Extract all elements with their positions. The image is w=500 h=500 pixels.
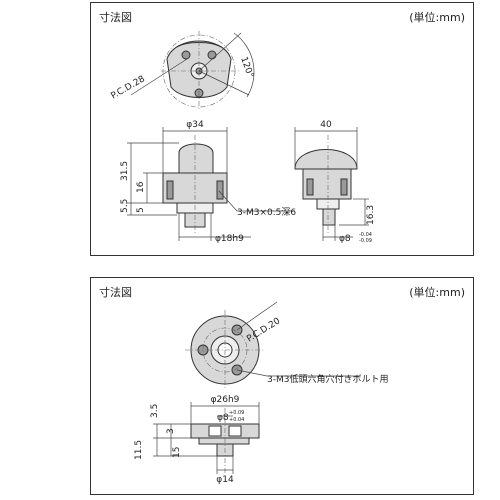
h35-label: 3.5 xyxy=(150,404,160,418)
d8-tol-upper: -0.04 xyxy=(359,232,372,238)
h5-label: 5 xyxy=(136,207,146,213)
d26-label: φ26h9 xyxy=(211,395,240,405)
unit-label: (単位:mm) xyxy=(409,286,465,299)
d8-tol-lower: +0.04 xyxy=(229,417,244,423)
h115-label: 11.5 xyxy=(134,440,144,460)
dimension-drawing-top: 120° P.C.D.28 φ34 31.5 xyxy=(110,31,376,244)
d18-label: φ18h9 xyxy=(215,234,244,244)
d8-tol-upper: +0.09 xyxy=(229,410,244,416)
knob-top-view xyxy=(130,31,255,111)
flange-top-view xyxy=(185,301,359,390)
h163-label: 16.3 xyxy=(366,205,376,225)
tap-note: 3-M3×0.5深6 xyxy=(237,207,296,218)
knob-side-view xyxy=(294,135,358,235)
w40-label: 40 xyxy=(320,120,332,130)
knob-front-view xyxy=(162,135,228,233)
panel-title: 寸法図 xyxy=(99,286,132,299)
dimension-drawing-bottom: P.C.D.20 3-M3低頭六角穴付きボルト用 φ26h9 φ8 +0.09 … xyxy=(134,301,388,485)
d8-tol-lower: -0.09 xyxy=(359,238,372,244)
h3-label: 3 xyxy=(166,428,176,434)
h16-label: 16 xyxy=(136,181,146,193)
bolt-note: 3-M3低頭六角穴付きボルト用 xyxy=(267,373,388,385)
d8-label: φ8 xyxy=(339,234,351,244)
dimension-panel-top: 寸法図 (単位:mm) 120° P.C.D.28 xyxy=(90,2,474,256)
panel-title: 寸法図 xyxy=(99,11,132,24)
dimension-panel-bottom: 寸法図 (単位:mm) P.C.D.20 3-M3低頭六角穴付きボルト用 xyxy=(90,277,474,495)
d34-label: φ34 xyxy=(186,120,204,130)
h315-label: 31.5 xyxy=(120,161,130,181)
h55-label: 5.5 xyxy=(120,199,130,213)
flange-section-view xyxy=(190,408,260,474)
h15-label: 15 xyxy=(172,447,182,458)
d8-label: φ8 xyxy=(217,413,229,423)
pcd-label: P.C.D.28 xyxy=(110,74,148,101)
d14-label: φ14 xyxy=(216,475,234,485)
unit-label: (単位:mm) xyxy=(409,11,465,24)
